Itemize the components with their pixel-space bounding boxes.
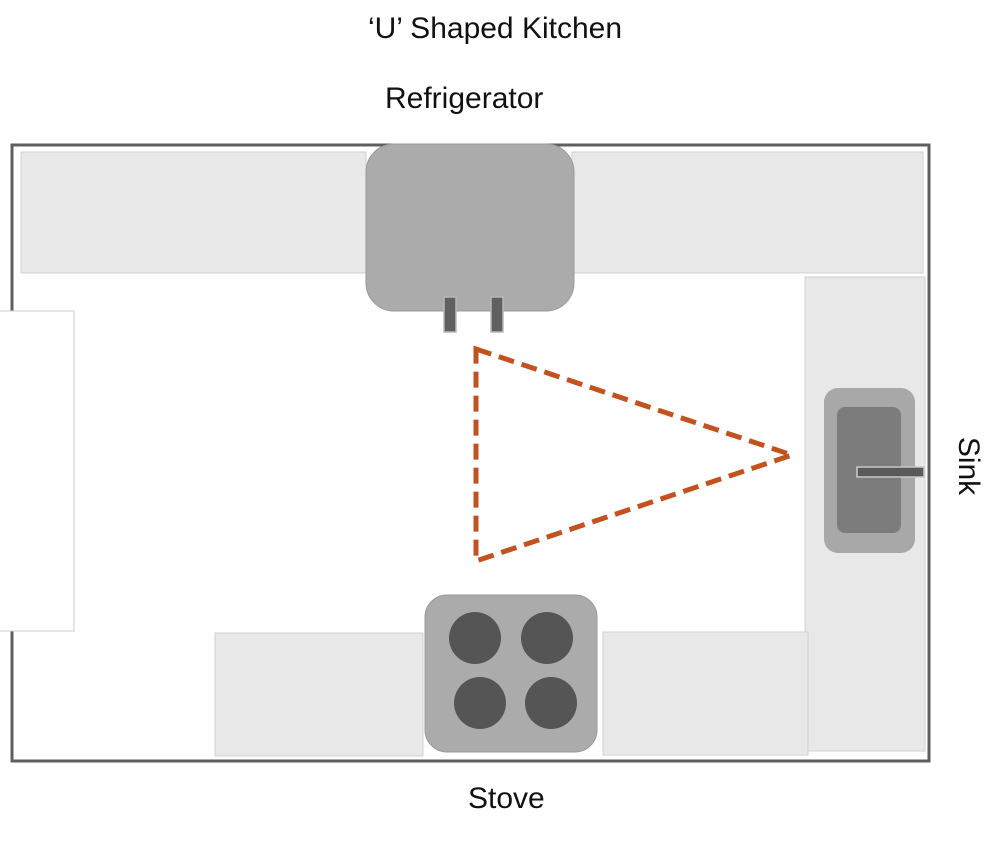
refrigerator-handle-right (490, 296, 504, 333)
bottom-counter-left (214, 632, 424, 757)
stove-label: Stove (468, 782, 545, 815)
stove-burner-top-right (521, 612, 573, 664)
work-triangle (473, 345, 800, 565)
refrigerator-label: Refrigerator (385, 82, 544, 115)
top-counter-right (571, 151, 924, 274)
sink-faucet (856, 466, 925, 478)
stove-burner-top-left (449, 612, 501, 664)
diagram-title: ‘U’ Shaped Kitchen (367, 12, 623, 45)
bottom-counter-right (602, 631, 809, 756)
left-doorway-panel (0, 310, 75, 632)
stove-burner-bottom-left (454, 677, 506, 729)
refrigerator (365, 143, 575, 333)
stove (424, 594, 598, 753)
top-counter-left (20, 151, 367, 274)
sink (824, 388, 925, 553)
stove-burner-bottom-right (525, 677, 577, 729)
refrigerator-handle-left (443, 296, 457, 333)
